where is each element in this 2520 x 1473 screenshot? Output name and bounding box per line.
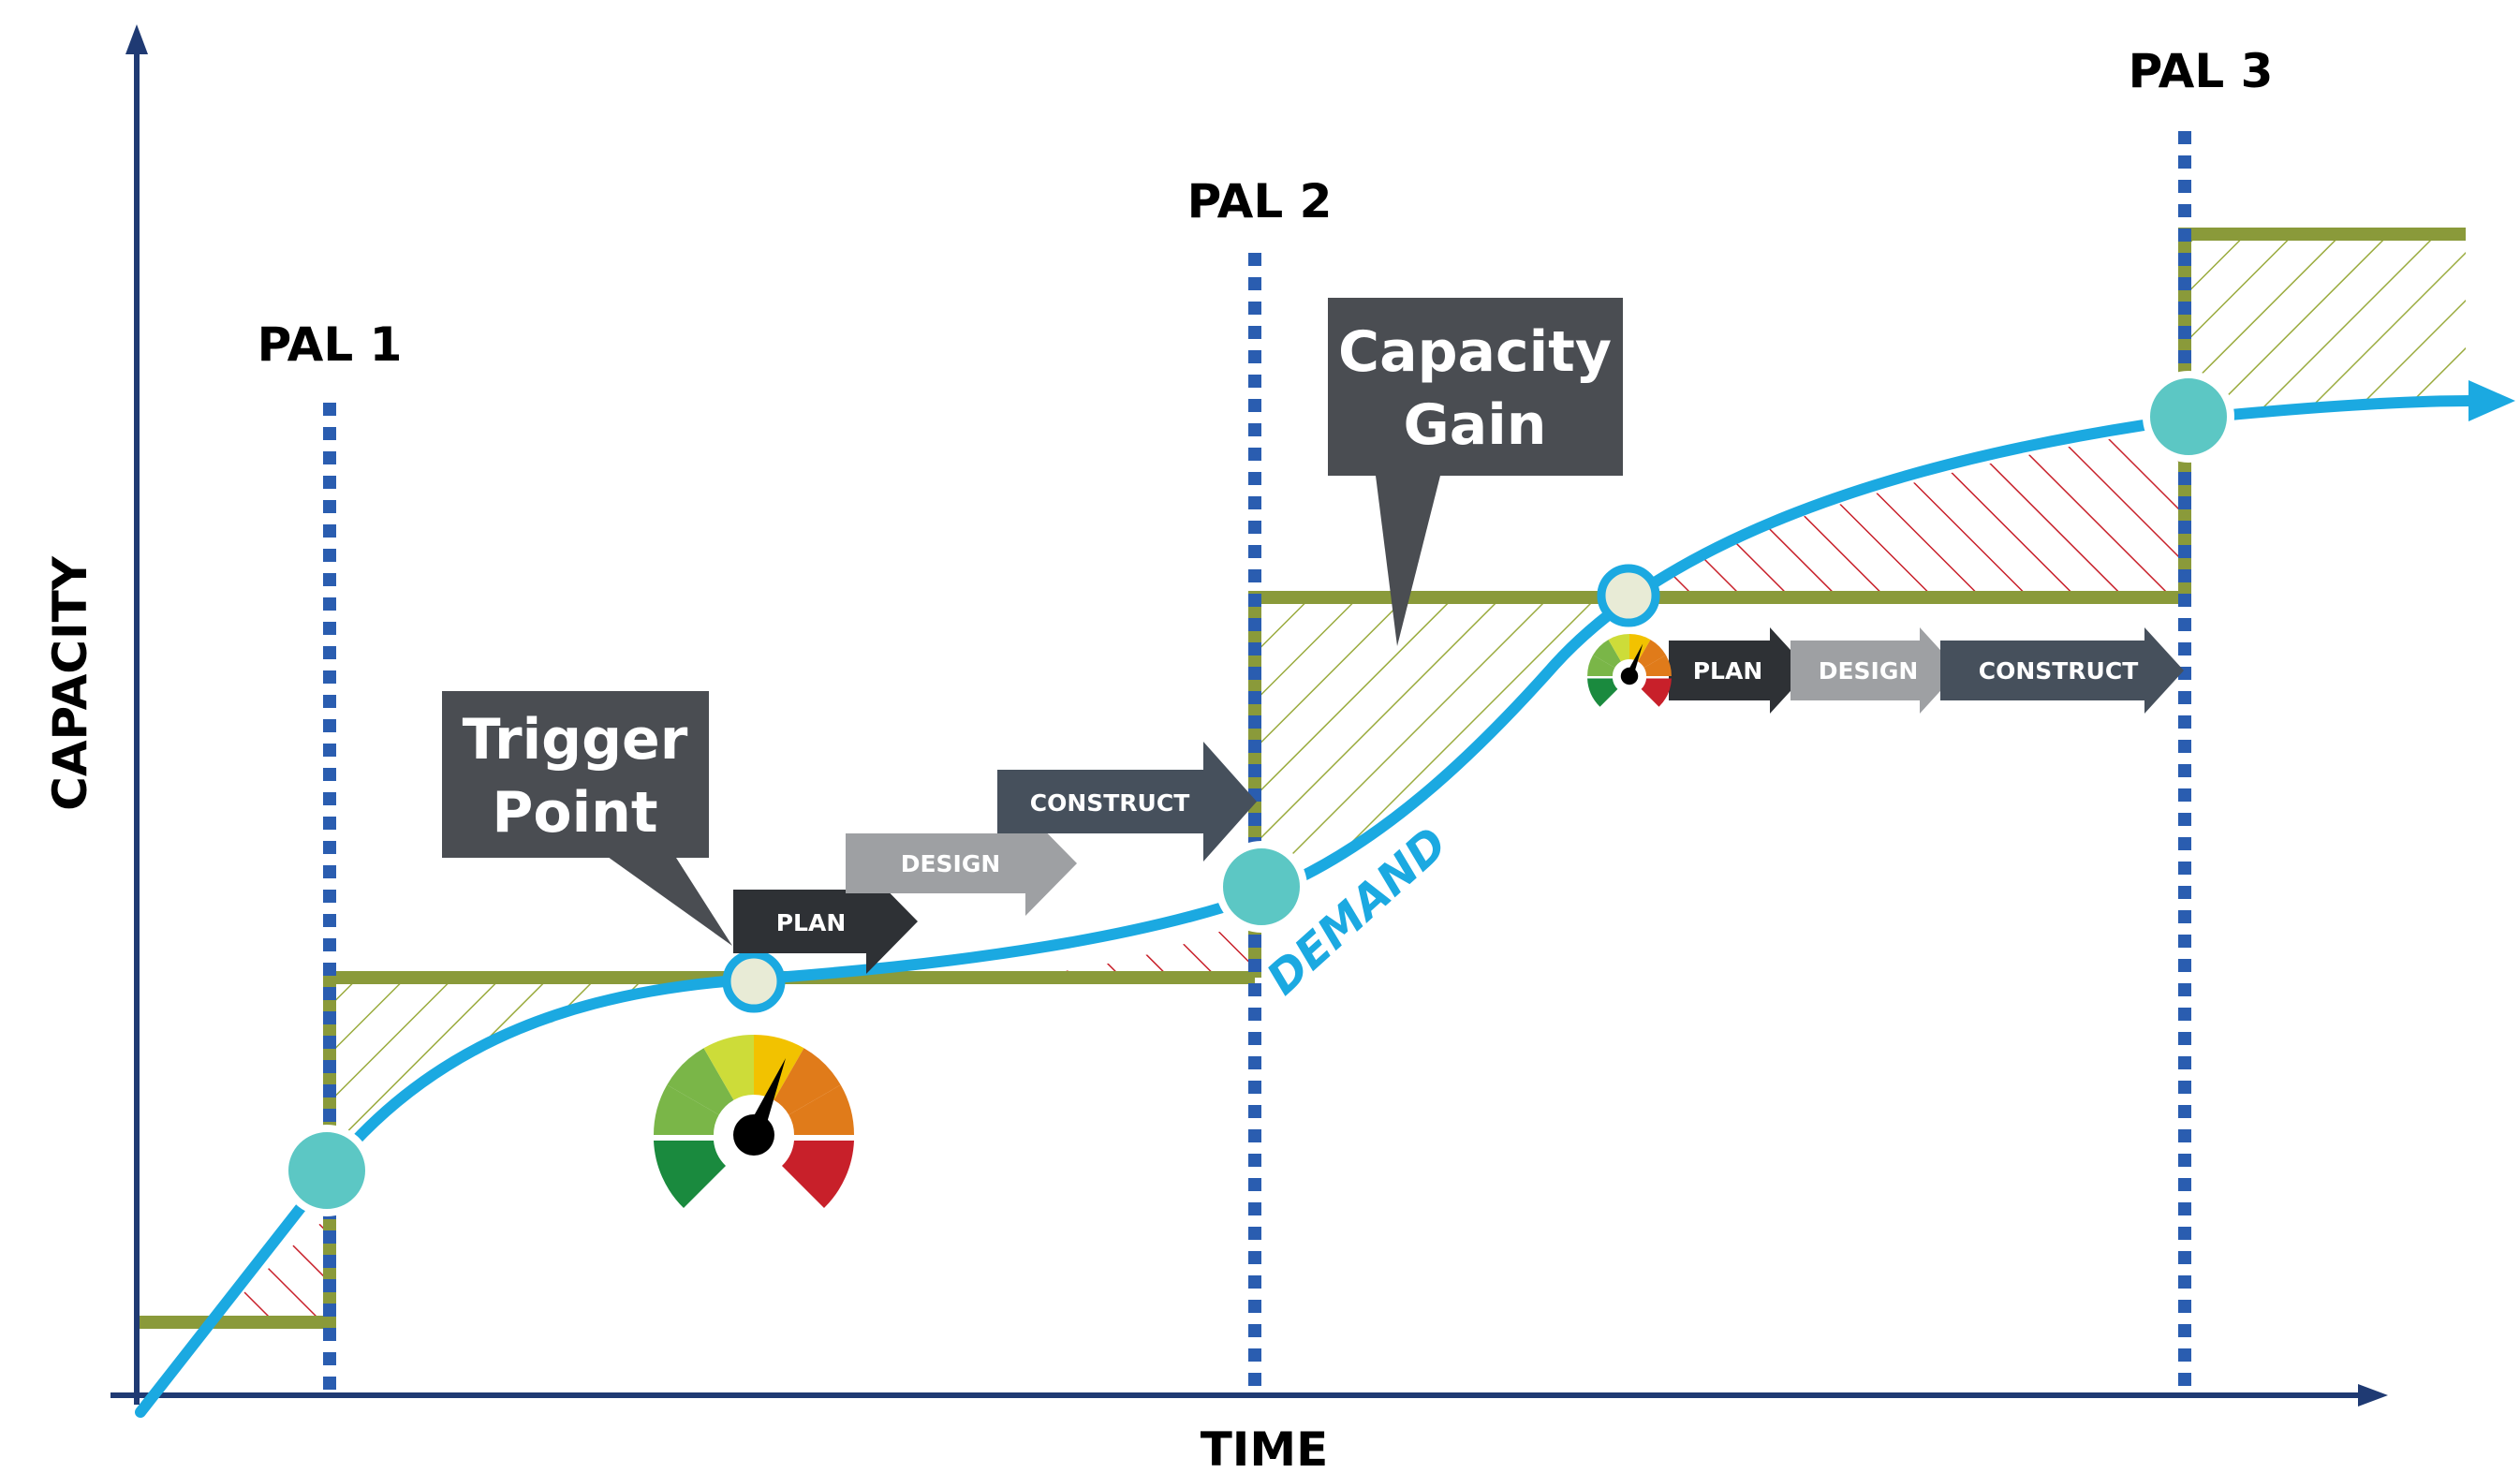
- surplus-area-pal1: [330, 978, 749, 1154]
- trigger-node-2: [1597, 564, 1660, 627]
- node-pal3: [2143, 371, 2234, 463]
- design-arrow: [846, 811, 1077, 916]
- demand-arrowhead: [2468, 380, 2515, 421]
- deficit-area-pal1: [215, 1217, 330, 1322]
- trigger-point-callout: Trigger Point: [442, 691, 732, 946]
- pal-lines: [323, 131, 2191, 1395]
- plan-arrow: [733, 869, 918, 974]
- node-pal1: [281, 1125, 373, 1216]
- design-arrow-2-label: DESIGN: [1819, 657, 1919, 685]
- y-axis-title: CAPACITY: [43, 555, 97, 811]
- construct-arrow-2-label: CONSTRUCT: [1979, 657, 2139, 685]
- construct-arrow-2: [1940, 627, 2184, 714]
- capacity-callout-line2: Gain: [1403, 392, 1546, 458]
- x-axis-title: TIME: [1201, 1422, 1329, 1473]
- gauge-icon-small: [1587, 634, 1672, 707]
- plan-arrow-label: PLAN: [776, 909, 847, 936]
- capacity-gain-callout: Capacity Gain: [1328, 298, 1623, 646]
- construct-arrow-label: CONSTRUCT: [1030, 789, 1190, 817]
- deficit-area-pal2: [993, 918, 1253, 978]
- node-pal2: [1216, 841, 1307, 933]
- pal1-label: PAL 1: [258, 317, 403, 372]
- surplus-area-pal2: [1255, 597, 1611, 890]
- plan-arrow-2: [1669, 627, 1809, 714]
- y-axis-arrowhead: [125, 24, 148, 54]
- phase-arrows-pal3: PLAN DESIGN CONSTRUCT: [1669, 627, 2184, 714]
- pal3-label: PAL 3: [2129, 44, 2274, 98]
- trigger-callout-line2: Point: [492, 780, 657, 846]
- trigger-callout-line1: Trigger: [463, 707, 688, 773]
- gauge-icon: [654, 1035, 854, 1208]
- design-arrow-label: DESIGN: [901, 850, 1001, 877]
- axes: [111, 41, 2369, 1405]
- surplus-area-pal3: [2185, 234, 2466, 423]
- capacity-callout-line1: Capacity: [1338, 319, 1612, 385]
- phase-arrows-pal2: PLAN DESIGN CONSTRUCT: [733, 742, 1257, 974]
- x-axis-arrowhead: [2358, 1384, 2388, 1407]
- construct-arrow: [997, 742, 1257, 862]
- pal2-label: PAL 2: [1187, 174, 1333, 228]
- design-arrow-2: [1791, 627, 1959, 714]
- plan-arrow-2-label: PLAN: [1693, 657, 1763, 685]
- trigger-node-1: [722, 950, 786, 1013]
- deficit-area-pal3: [1648, 427, 2185, 597]
